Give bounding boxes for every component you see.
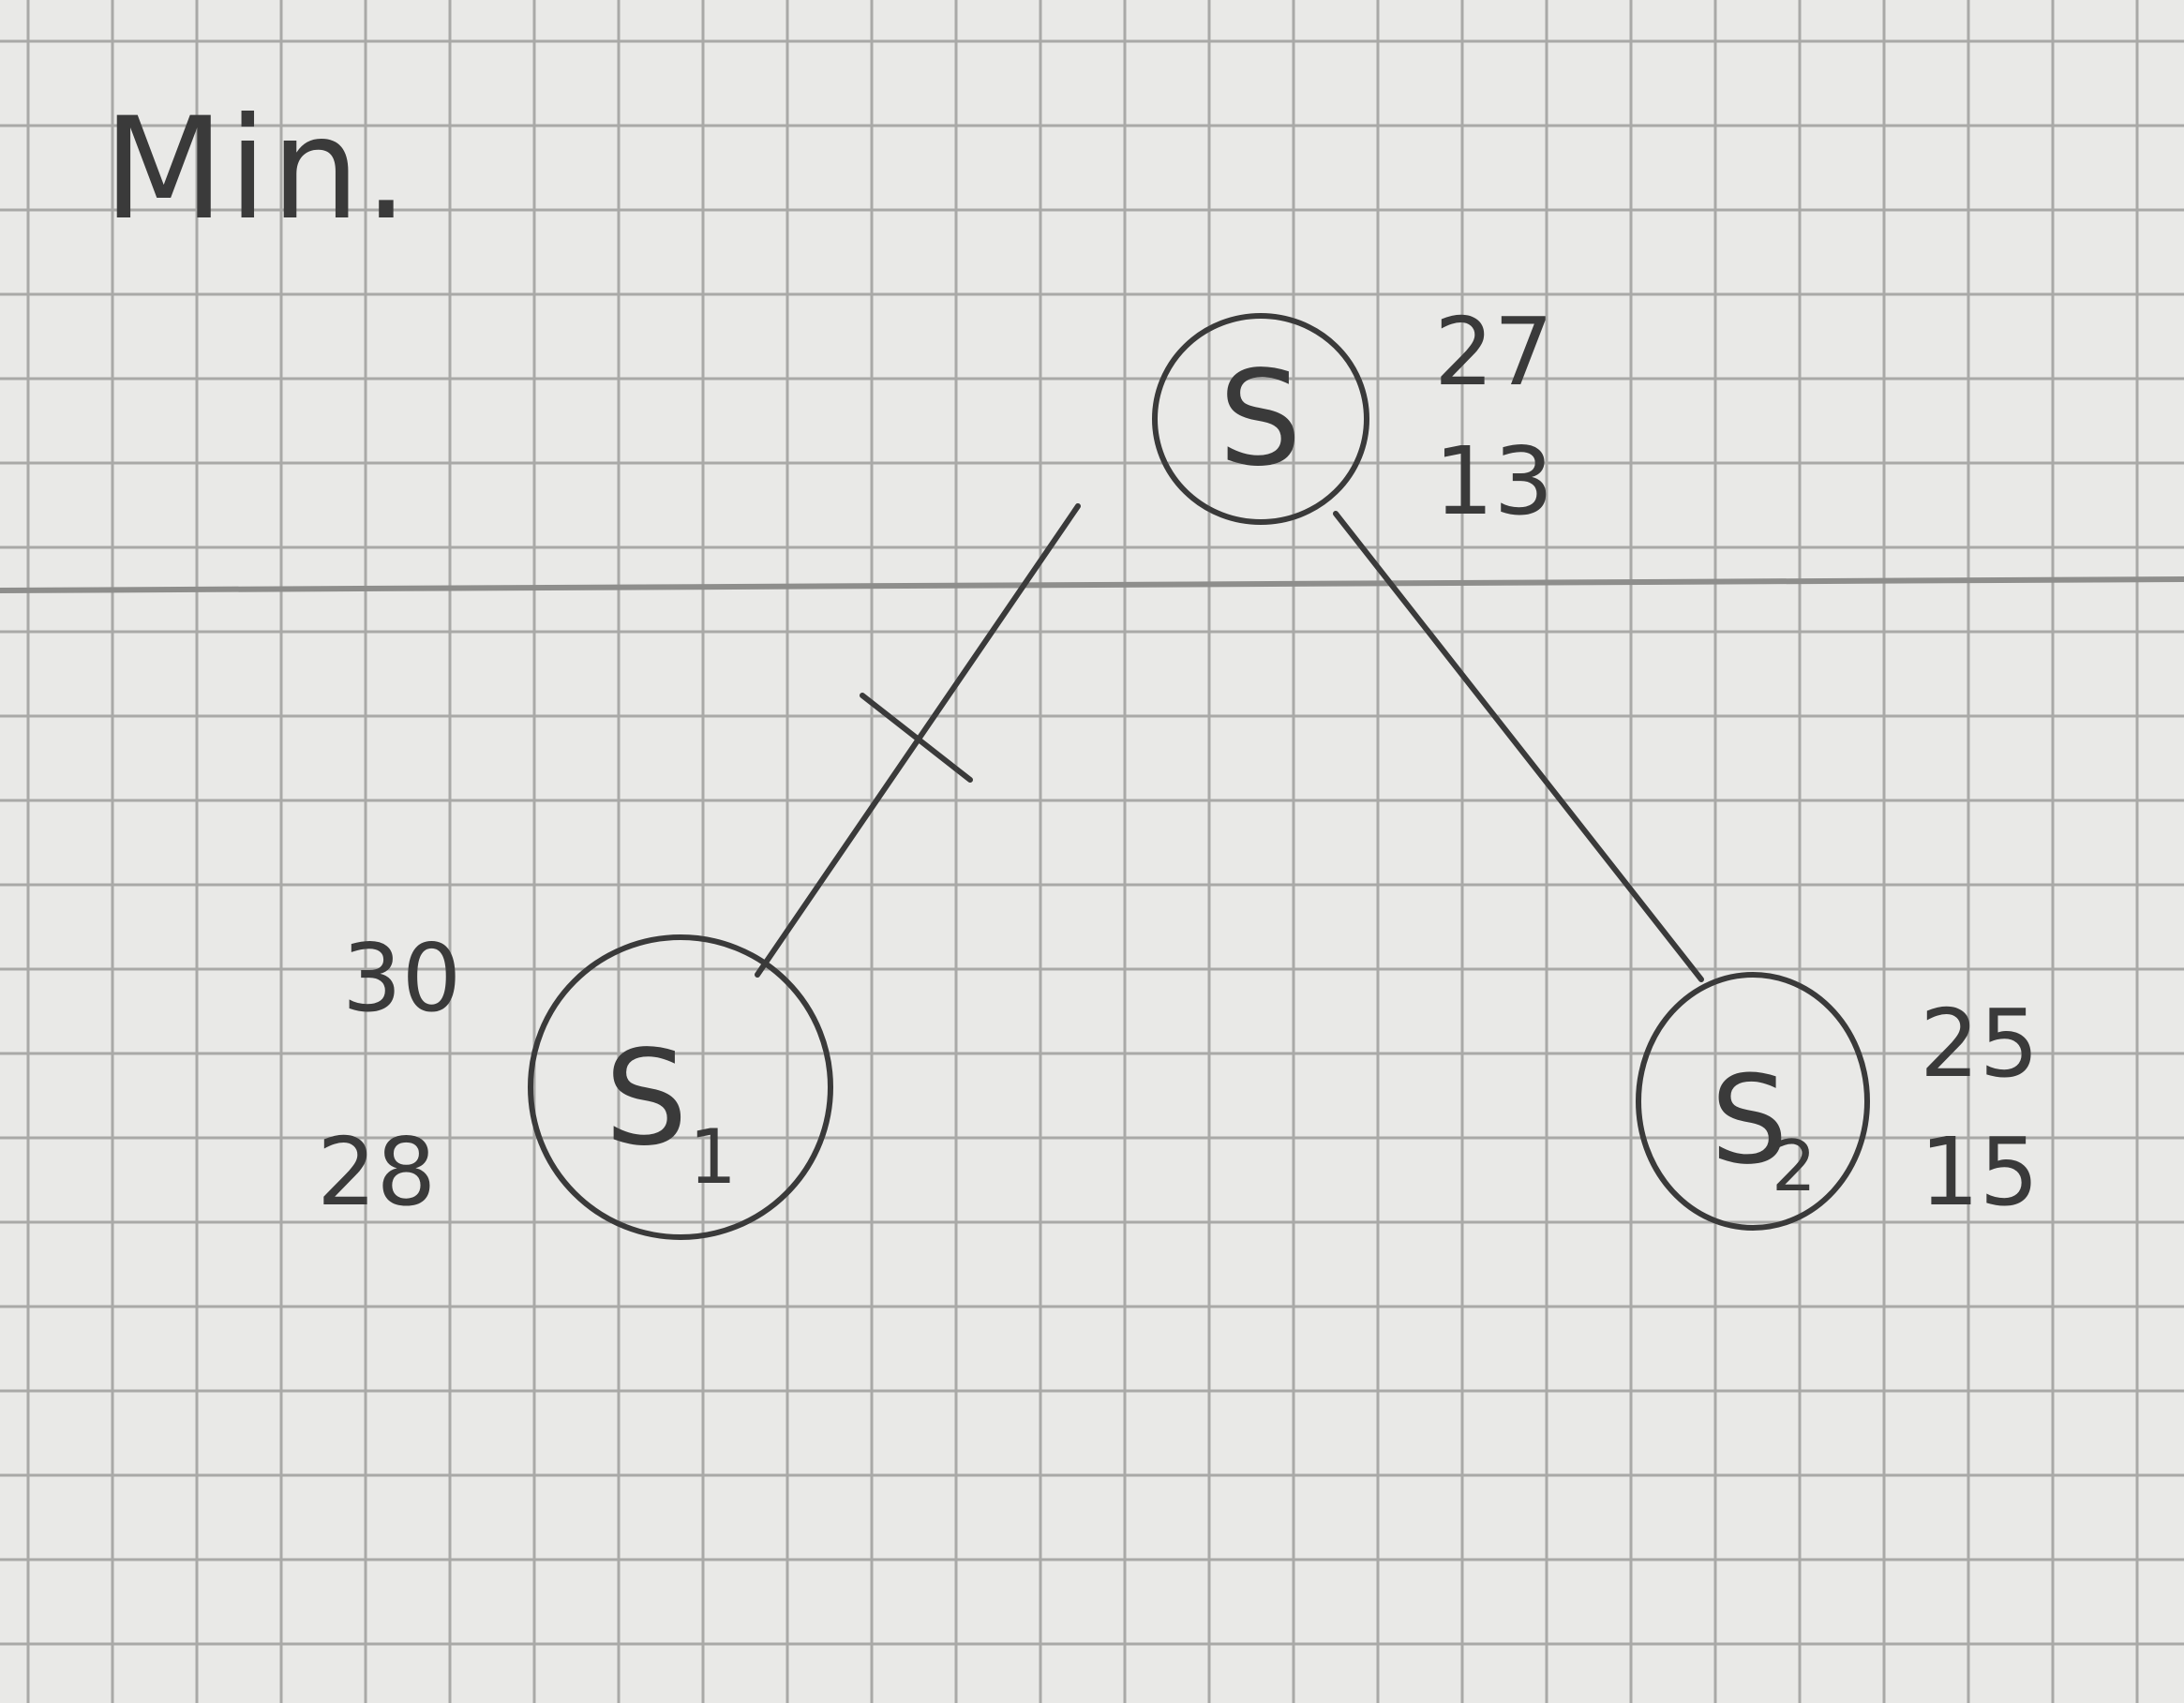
node-value-top: 30 bbox=[342, 923, 461, 1033]
prune-mark bbox=[860, 693, 973, 783]
node-s: S 27 13 bbox=[1152, 297, 1553, 536]
node-value-bottom: 15 bbox=[1920, 1117, 2039, 1227]
node-s2: S 2 25 15 bbox=[1636, 972, 2039, 1231]
node-circle bbox=[528, 934, 833, 1240]
node-value-top: 25 bbox=[1920, 989, 2039, 1098]
node-circle bbox=[1152, 313, 1369, 525]
node-value-bottom: 28 bbox=[317, 1117, 436, 1227]
node-subscript: 1 bbox=[689, 1113, 737, 1201]
node-circle bbox=[1636, 972, 1870, 1231]
page-title: Min. bbox=[103, 88, 412, 251]
edge-s-to-s2 bbox=[1333, 511, 1704, 982]
node-label: S bbox=[1219, 343, 1302, 496]
node-value-top: 27 bbox=[1434, 297, 1553, 407]
node-subscript: 2 bbox=[1772, 1125, 1817, 1207]
page-fold-line bbox=[0, 576, 2184, 593]
node-s1: S 1 30 28 bbox=[317, 923, 833, 1240]
node-label: S bbox=[1711, 1049, 1788, 1191]
node-label: S bbox=[605, 1023, 688, 1175]
node-value-bottom: 13 bbox=[1434, 426, 1553, 536]
